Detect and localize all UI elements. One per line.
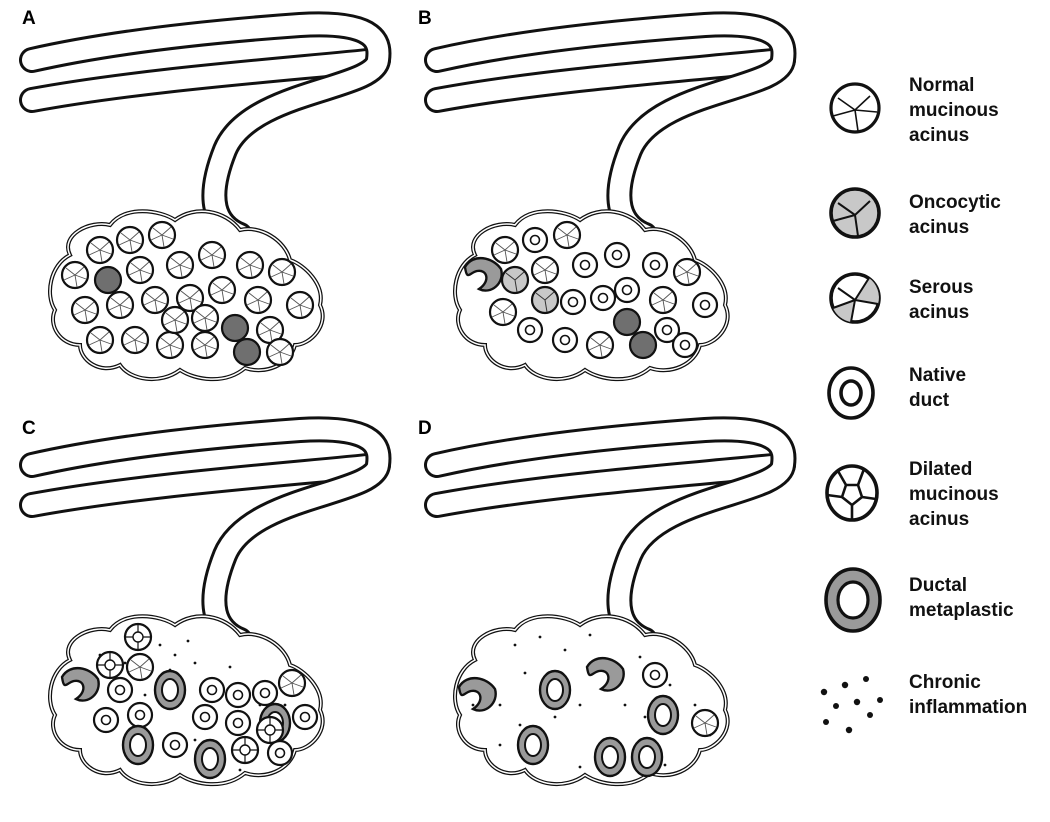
panel-c: C (22, 418, 379, 787)
panel-letter: C (22, 418, 36, 439)
oncocytic-acinus-icon (829, 187, 881, 239)
panel-letter: A (22, 8, 36, 29)
native-duct-icon (827, 366, 875, 420)
panel-b: B (418, 8, 784, 382)
panel-letter: D (418, 418, 432, 439)
legend-label: Ductal metaplastic (909, 575, 1014, 621)
legend-label: Native duct (909, 365, 971, 411)
legend: Normal mucinous acinus Oncocytic acinus … (820, 75, 1027, 734)
legend-label: Oncocytic acinus (909, 192, 1006, 238)
panel-letter: B (418, 8, 432, 29)
normal-mucinous-acinus-icon (829, 82, 881, 134)
legend-label: Dilated mucinous acinus (909, 459, 1004, 530)
ductal-metaplastic-icon (824, 567, 882, 633)
legend-label: Normal mucinous acinus (909, 75, 1004, 146)
panel-a: A (22, 8, 379, 382)
chronic-inflammation-icon (820, 676, 883, 734)
legend-label: Serous acinus (909, 277, 979, 323)
panel-d: D (418, 418, 784, 787)
dilated-mucinous-acinus-icon (825, 464, 879, 522)
serous-acinus-icon (829, 272, 881, 324)
legend-label: Chronic inflammation (909, 672, 1027, 718)
